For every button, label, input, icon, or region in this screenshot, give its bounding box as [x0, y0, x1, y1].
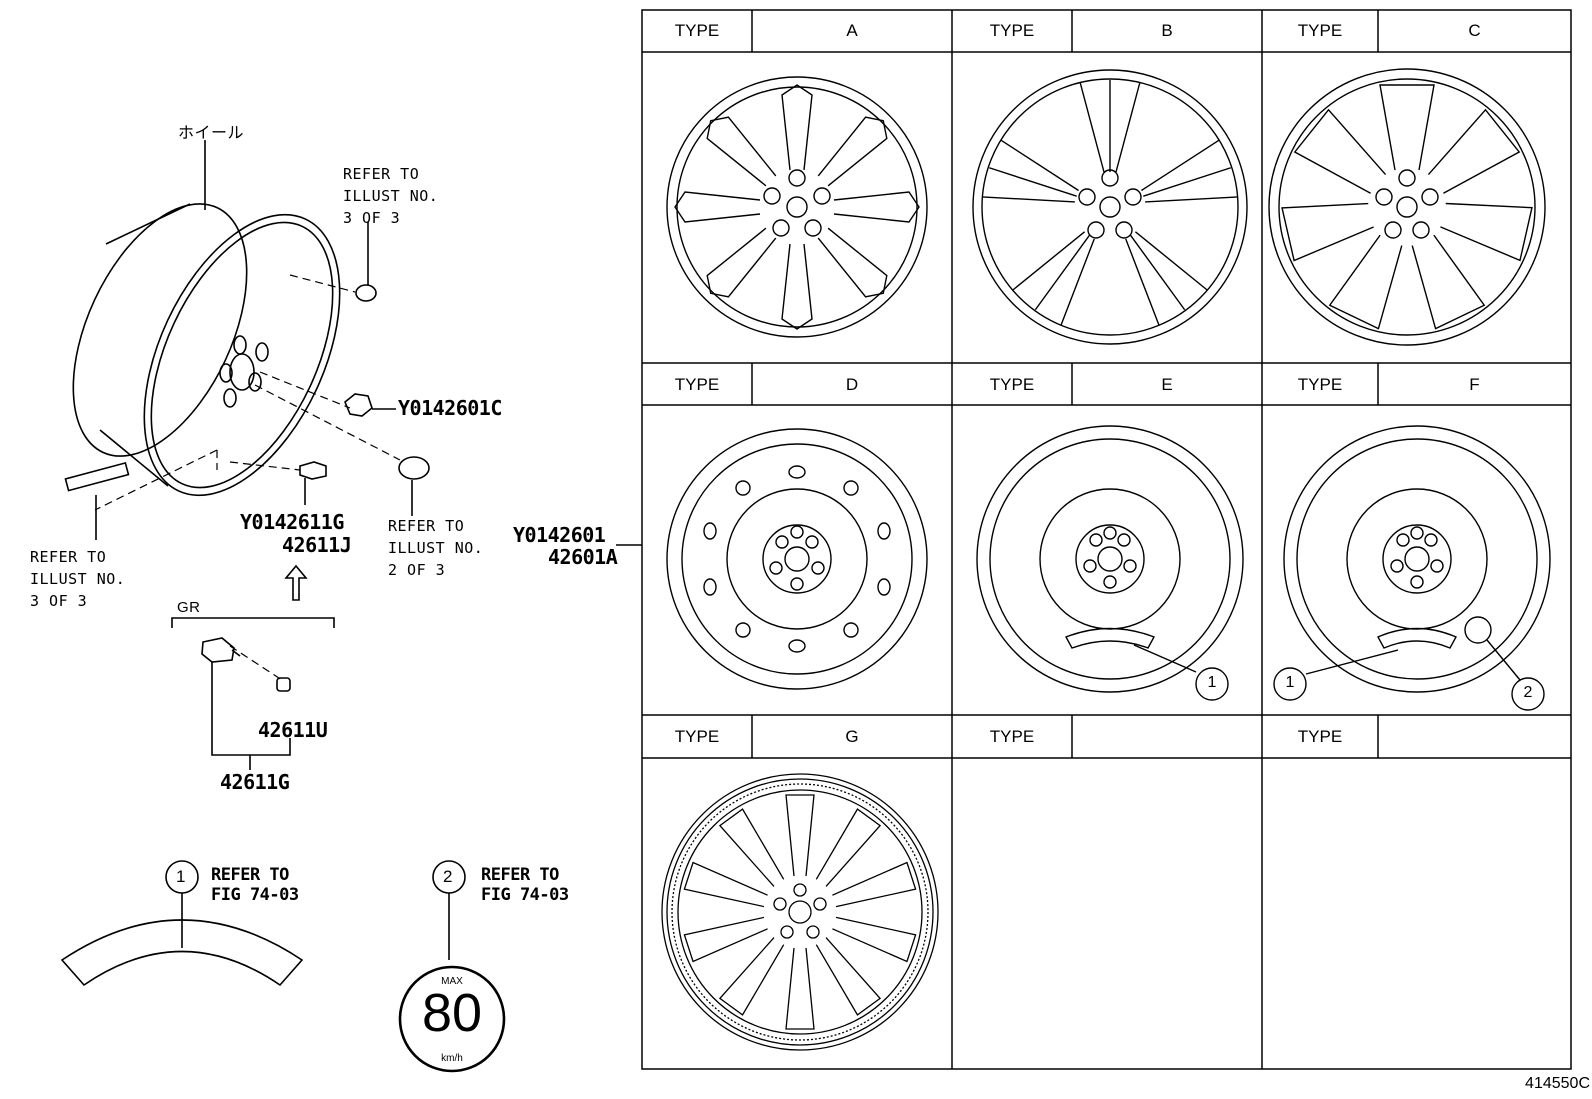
gr-label: GR — [177, 599, 201, 616]
type-header: TYPE — [1297, 727, 1343, 746]
type-header: TYPE — [674, 727, 720, 746]
type-header: TYPE — [989, 21, 1035, 40]
note-line: REFER TO — [481, 865, 559, 885]
type-header: TYPE — [674, 21, 720, 40]
wheel-type-c — [1268, 68, 1546, 346]
callout-e-1: 1 — [1207, 674, 1217, 691]
wheel-type-g — [661, 773, 939, 1051]
refer-note-right: REFER TO ILLUST NO. 2 OF 3 — [388, 515, 483, 581]
refer-line: REFER TO — [343, 165, 420, 183]
note-1-text: REFER TO FIG 74-03 — [211, 865, 299, 905]
exploded-wheel-drawing — [60, 140, 506, 1073]
callout-f-2: 2 — [1523, 684, 1533, 701]
part-number-wheel-alt[interactable]: 42601A — [548, 545, 618, 569]
part-number-valve[interactable]: Y0142611G — [240, 510, 344, 534]
type-header: TYPE — [989, 375, 1035, 394]
speed-value: 80 — [421, 983, 483, 1043]
type-value-e: E — [1161, 375, 1173, 394]
refer-note-left: REFER TO ILLUST NO. 3 OF 3 — [30, 546, 125, 612]
figure-id: 414550C — [1525, 1075, 1590, 1092]
refer-line: 2 OF 3 — [388, 561, 446, 579]
part-number-nut[interactable]: Y0142601C — [398, 396, 502, 420]
type-value-d: D — [845, 375, 859, 394]
refer-line: ILLUST NO. — [30, 570, 126, 588]
type-value-c: C — [1468, 21, 1481, 40]
refer-line: 3 OF 3 — [30, 592, 88, 610]
wheel-type-f — [1273, 425, 1551, 711]
note-line: REFER TO — [211, 865, 289, 885]
type-value-f: F — [1469, 375, 1480, 394]
part-number-valve-alt[interactable]: 42611J — [282, 533, 352, 557]
speed-max-label: MAX — [441, 976, 463, 987]
type-value-b: B — [1161, 21, 1173, 40]
refer-line: 3 OF 3 — [343, 209, 401, 227]
type-value-g: G — [845, 727, 859, 746]
type-header: TYPE — [674, 375, 720, 394]
speed-unit: km/h — [441, 1053, 463, 1064]
wheel-type-a — [666, 76, 928, 338]
part-number-wheel[interactable]: Y0142601 — [513, 523, 606, 547]
wheel-label-jp: ホイール — [178, 123, 245, 142]
note-2-number: 2 — [443, 867, 453, 886]
refer-line: REFER TO — [30, 548, 107, 566]
refer-line: REFER TO — [388, 517, 465, 535]
type-header: TYPE — [1297, 21, 1343, 40]
wheel-type-b — [972, 69, 1248, 345]
refer-note-top: REFER TO ILLUST NO. 3 OF 3 — [343, 163, 438, 229]
wheel-type-d — [666, 428, 928, 690]
note-line: FIG 74-03 — [211, 885, 299, 905]
wheel-type-e — [976, 425, 1244, 701]
refer-line: ILLUST NO. — [343, 187, 439, 205]
note-1-number: 1 — [176, 867, 186, 886]
type-header: TYPE — [1297, 375, 1343, 394]
type-table-grid — [616, 9, 1572, 1070]
part-number-cap[interactable]: 42611U — [258, 718, 328, 742]
callout-f-1: 1 — [1285, 674, 1295, 691]
note-line: FIG 74-03 — [481, 885, 569, 905]
type-value-a: A — [846, 21, 858, 40]
type-header: TYPE — [989, 727, 1035, 746]
refer-line: ILLUST NO. — [388, 539, 484, 557]
part-number-valve-assy[interactable]: 42611G — [220, 770, 290, 794]
note-2-text: REFER TO FIG 74-03 — [481, 865, 569, 905]
